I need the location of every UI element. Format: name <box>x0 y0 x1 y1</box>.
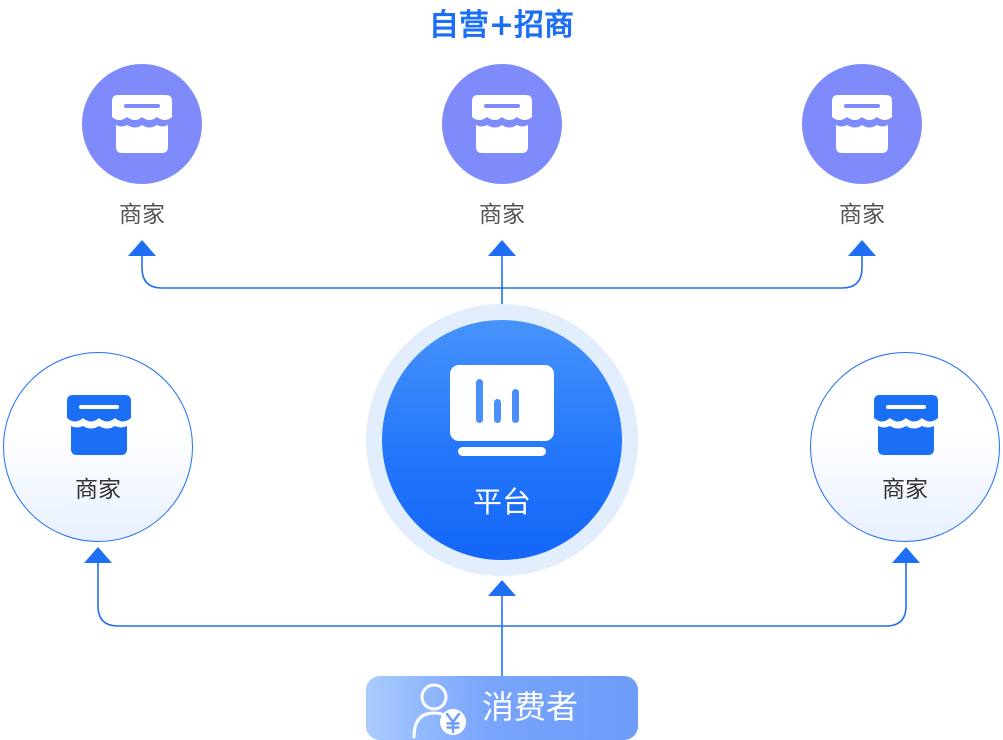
consumer-label: 消费者 <box>482 688 579 726</box>
arrowhead-top-center <box>488 240 516 256</box>
connector-consumer-to-platform-and-sides <box>97 562 907 676</box>
side-merchant-left-label: 商家 <box>75 477 121 503</box>
store-icon <box>832 95 892 153</box>
diagram-title: 自营+招商 <box>428 8 575 43</box>
top-merchant-1 <box>82 64 202 184</box>
side-merchant-right-label: 商家 <box>882 477 928 503</box>
connector-platform-to-top-merchants <box>141 255 863 320</box>
store-icon <box>874 395 938 455</box>
store-icon <box>67 395 131 455</box>
top-merchant-2-label: 商家 <box>479 202 525 228</box>
side-merchant-left: 商家 <box>3 352 193 542</box>
platform-label: 平台 <box>472 485 531 519</box>
arrowhead-top-left <box>128 240 156 256</box>
dashboard-monitor-icon <box>450 365 554 456</box>
top-merchant-1-label: 商家 <box>119 202 165 228</box>
side-merchant-right: 商家 <box>810 352 1000 542</box>
top-merchant-3 <box>802 64 922 184</box>
top-merchant-2 <box>442 64 562 184</box>
arrowhead-bottom-center <box>488 580 516 596</box>
top-merchant-3-label: 商家 <box>839 202 885 228</box>
store-icon <box>112 95 172 153</box>
arrowhead-bottom-right <box>892 547 920 563</box>
platform-node: 平台 <box>382 320 622 560</box>
user-yen-icon <box>412 683 466 739</box>
consumer-node: 消费者 <box>366 676 638 740</box>
arrowhead-top-right <box>848 240 876 256</box>
store-icon <box>472 95 532 153</box>
arrowhead-bottom-left <box>84 547 112 563</box>
